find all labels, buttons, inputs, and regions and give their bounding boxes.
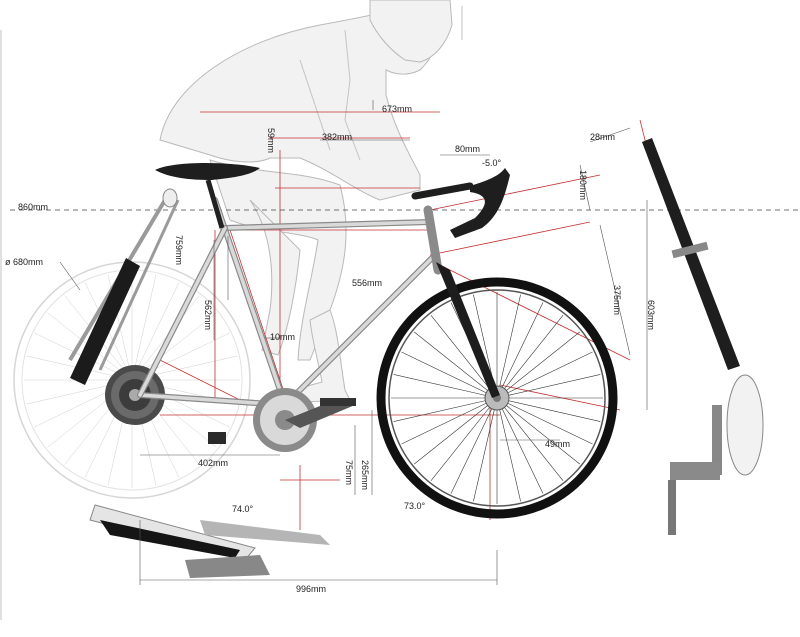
label-handlebar-height: 860mm bbox=[18, 202, 48, 212]
spoke bbox=[131, 274, 157, 381]
ghost-lower-parts bbox=[89, 504, 330, 578]
spoke bbox=[413, 331, 498, 399]
spoke bbox=[473, 397, 498, 502]
spoke bbox=[496, 397, 593, 445]
label-reach-total: 673mm bbox=[382, 104, 412, 114]
label-head-angle: 73.0° bbox=[404, 501, 426, 511]
spoke bbox=[430, 314, 498, 399]
spoke bbox=[430, 397, 498, 482]
rider-silhouette bbox=[159, 0, 453, 403]
spoke bbox=[496, 294, 521, 399]
spoke bbox=[413, 397, 498, 465]
label-seat-angle: 74.0° bbox=[232, 504, 254, 514]
label-bb-drop: 75mm bbox=[344, 460, 354, 485]
label-top-tube: 556mm bbox=[352, 278, 382, 288]
label-saddle-drop: 59mm bbox=[266, 128, 276, 153]
bike-frame bbox=[68, 179, 500, 408]
label-stem-angle: -5.0° bbox=[482, 158, 502, 168]
saddle bbox=[155, 163, 260, 180]
pedal-detail bbox=[668, 374, 764, 535]
dimension-lines bbox=[59, 100, 648, 585]
label-seat-tube-ctc: 562mm bbox=[203, 300, 213, 330]
spoke bbox=[496, 351, 593, 399]
label-fork-offset: 49mm bbox=[545, 439, 570, 449]
spoke bbox=[393, 397, 498, 422]
front-wheel bbox=[376, 277, 618, 519]
label-reach: 382mm bbox=[322, 132, 352, 142]
label-stack-extension: 180mm bbox=[578, 170, 588, 200]
label-seat-tube-length: 759mm bbox=[174, 235, 184, 265]
label-stack: 603mm bbox=[646, 300, 656, 330]
spoke bbox=[131, 282, 180, 381]
spoke bbox=[450, 397, 498, 494]
dimension-labels: 860mm ø 680mm 759mm 562mm 673mm 382mm 59… bbox=[5, 104, 656, 594]
label-crank-width: 28mm bbox=[590, 132, 615, 142]
spoke bbox=[401, 351, 498, 399]
label-stem-length: 80mm bbox=[455, 144, 480, 154]
spoke bbox=[393, 374, 498, 399]
label-wheel-diameter: ø 680mm bbox=[5, 257, 43, 267]
handlebar bbox=[411, 168, 510, 238]
spoke bbox=[496, 331, 581, 399]
label-chainstay: 402mm bbox=[198, 458, 228, 468]
spoke bbox=[496, 397, 581, 465]
crank-arm-detail bbox=[642, 138, 740, 370]
spoke bbox=[496, 397, 564, 482]
spoke bbox=[401, 397, 498, 445]
rear-fender-section bbox=[70, 258, 140, 385]
label-bb-height: 265mm bbox=[360, 460, 370, 490]
label-head-tube: 375mm bbox=[612, 285, 622, 315]
crankset bbox=[253, 388, 356, 452]
spoke bbox=[496, 374, 601, 399]
derailleur bbox=[208, 432, 226, 444]
spoke bbox=[496, 397, 521, 502]
label-offset: 10mm bbox=[270, 332, 295, 342]
label-wheelbase: 996mm bbox=[296, 584, 326, 594]
spoke bbox=[131, 295, 200, 381]
spoke bbox=[496, 302, 544, 399]
spoke bbox=[496, 314, 564, 399]
spoke bbox=[496, 397, 601, 422]
spoke bbox=[496, 397, 544, 494]
